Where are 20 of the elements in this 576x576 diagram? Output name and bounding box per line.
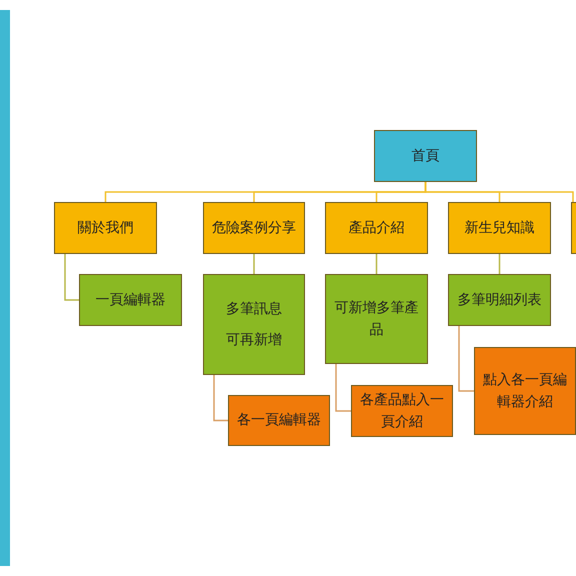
connector-line (64, 254, 79, 301)
connector-line (253, 254, 255, 274)
topic-box: 首頁 (374, 130, 477, 182)
topic-box: 多筆訊息 可再新增 (203, 274, 305, 375)
topic-box: 點入各一頁編輯器介紹 (474, 347, 576, 435)
topic-box: 一頁編輯器 (79, 274, 182, 326)
topic-box: 各產品點入一頁介紹 (351, 385, 453, 437)
topic-box: 新生兒知識 (448, 202, 551, 254)
connector-line (424, 182, 574, 202)
connector-line (213, 375, 228, 422)
topic-box: 可新增多筆產品 (325, 274, 428, 364)
topic-box: 各一頁編輯器 (228, 395, 330, 446)
connector-line (335, 364, 351, 412)
topic-box: 產品介紹 (325, 202, 428, 254)
connector-line (458, 326, 474, 392)
topic-box: 多筆明細列表 (448, 274, 551, 326)
connector-line (376, 254, 378, 274)
connector-line (498, 254, 500, 274)
topic-box: 危險案例分享 (203, 202, 305, 254)
topic-box: 關於我們 (54, 202, 157, 254)
